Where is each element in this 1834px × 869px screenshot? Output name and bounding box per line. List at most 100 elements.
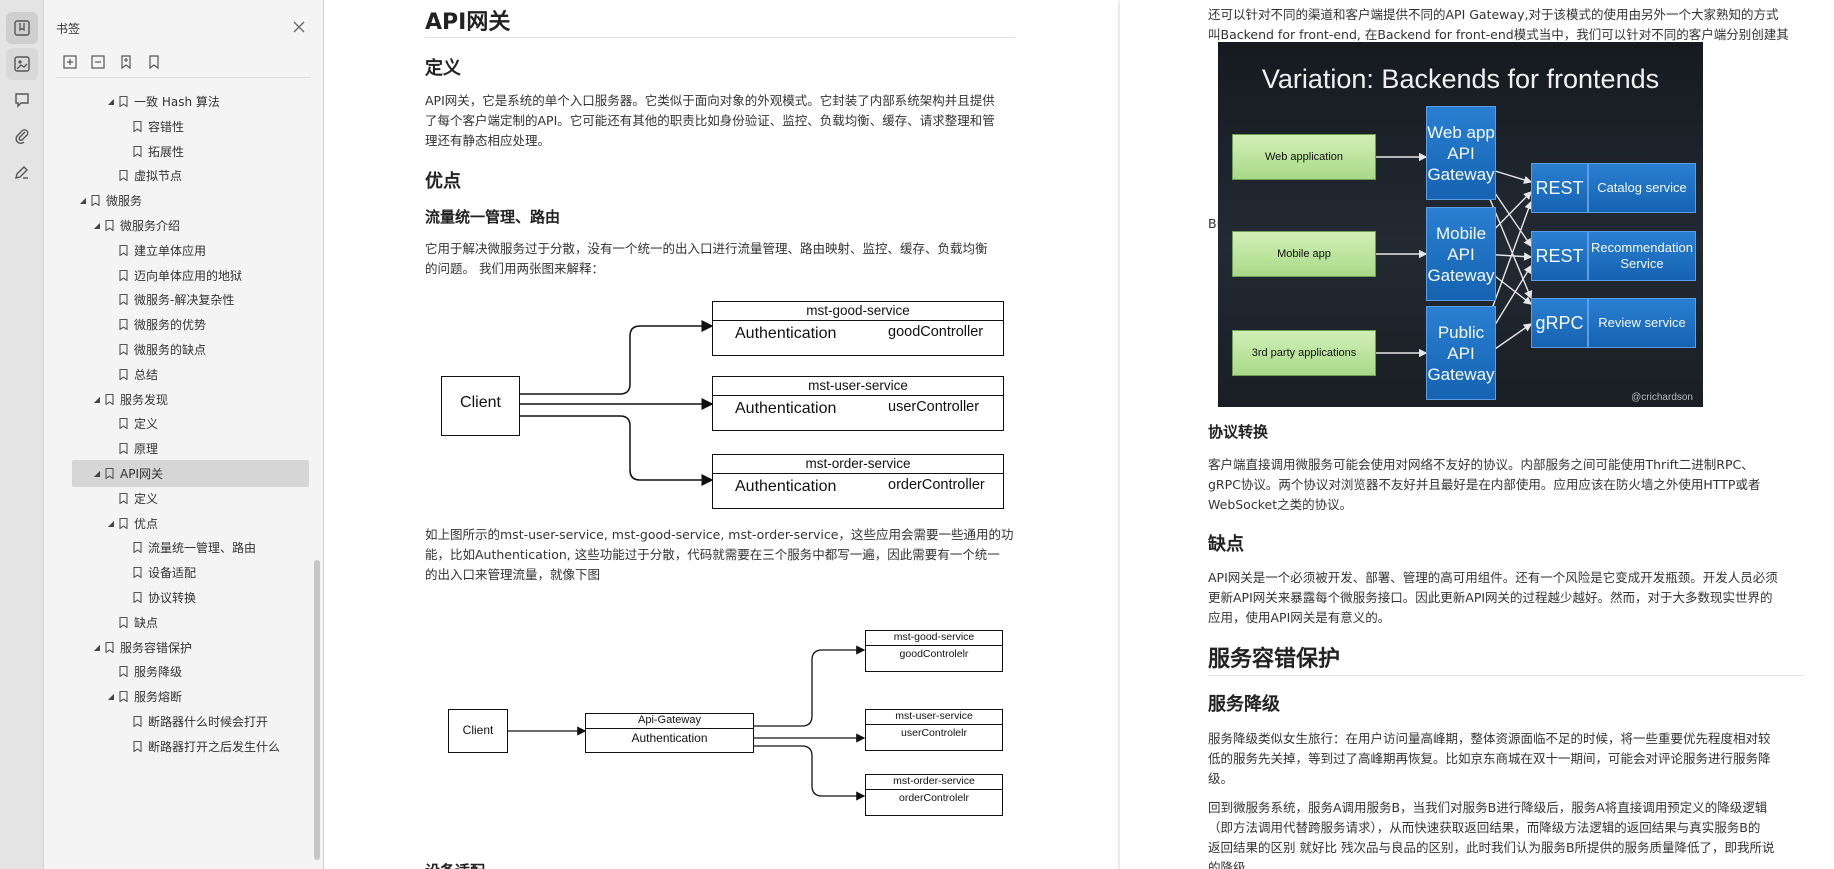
- bookmark-icon: [14, 20, 30, 36]
- bookmark-item[interactable]: 微服务-解决复杂性: [44, 286, 309, 313]
- bookmark-label: 容错性: [148, 119, 185, 134]
- bookmark-item[interactable]: ◢服务发现: [44, 386, 309, 413]
- diagram2-client-label: Client: [462, 723, 494, 737]
- comment-panel-button[interactable]: [6, 84, 38, 116]
- bookmark-label: 建立单体应用: [134, 243, 207, 258]
- bookmark-item[interactable]: ◢微服务介绍: [44, 212, 309, 239]
- bookmark-icon: [119, 170, 128, 182]
- heading-protocol: 协议转换: [1208, 423, 1269, 441]
- bookmark-item[interactable]: 定义: [44, 410, 309, 437]
- bookmark-label: 服务降级: [134, 665, 183, 680]
- bookmark-item[interactable]: ◢服务熔断: [44, 683, 309, 710]
- diagram1-service-name: mst-good-service: [806, 303, 910, 318]
- protocol-line-1: 客户端直接调用微服务可能会使用对网络不友好的协议。内部服务之间可能使用Thrif…: [1208, 457, 1754, 472]
- definition-line-1: API网关，它是系统的单个入口服务器。它类似于面向对象的外观模式。它封装了内部系…: [425, 93, 995, 108]
- bookmark-item[interactable]: ◢优点: [44, 510, 309, 537]
- close-icon[interactable]: [291, 19, 307, 35]
- heading-device-adapt: 设备适配: [425, 860, 485, 869]
- caret-down-icon[interactable]: ◢: [107, 692, 115, 702]
- bookmark-item[interactable]: 虚拟节点: [44, 162, 309, 189]
- caret-down-icon[interactable]: ◢: [93, 221, 101, 230]
- signature-panel-button[interactable]: [6, 156, 38, 188]
- bff-image-title: Variation: Backends for frontends: [1261, 64, 1660, 94]
- bookmark-item[interactable]: 服务降级: [44, 658, 309, 685]
- caret-down-icon[interactable]: ◢: [93, 469, 101, 478]
- bookmark-item[interactable]: ◢服务容错保护: [44, 634, 309, 661]
- bookmark-item[interactable]: 断路器什么时候会打开: [44, 708, 309, 735]
- bookmark-panel: 书签 ◢一致 Hash 算法容错性拓展性虚拟节点◢微服务◢微服务介绍建立单体应用…: [44, 0, 324, 869]
- bookmark-item[interactable]: 缺点: [44, 609, 309, 636]
- pdf-page-left: API网关 定义 API网关，它是系统的单个入口服务器。它类似于面向对象的外观模…: [324, 0, 1118, 869]
- bff-protocol-grpc: gRPC: [1531, 298, 1588, 348]
- bff-gateway-public: Public API Gateway: [1426, 306, 1496, 400]
- bookmark-item[interactable]: 总结: [44, 361, 309, 388]
- bookmark-item[interactable]: 容错性: [44, 113, 309, 140]
- bookmark-icon: [91, 195, 100, 207]
- bookmark-item[interactable]: 建立单体应用: [44, 237, 309, 264]
- expand-all-icon[interactable]: [62, 54, 78, 70]
- bookmark-item[interactable]: 微服务的优势: [44, 311, 309, 338]
- bookmark-icon: [119, 691, 128, 703]
- caret-down-icon[interactable]: ◢: [93, 642, 101, 652]
- diagram2-service-name: mst-order-service: [893, 775, 975, 787]
- bookmark-item[interactable]: 断路器打开之后发生什么: [44, 733, 309, 760]
- bookmark-item[interactable]: 原理: [44, 435, 309, 462]
- cons-line-3: 应用，使用API网关是有意义的。: [1208, 610, 1391, 625]
- diagram1-client-box: Client: [441, 376, 520, 436]
- bookmark-item[interactable]: 流量统一管理、路由: [44, 534, 309, 561]
- diagram2-client-box: Client: [448, 709, 508, 753]
- bff-service-catalog: Catalog service: [1588, 163, 1696, 213]
- protocol-line-3: WebSocket之类的协议。: [1208, 497, 1353, 512]
- bookmark-item[interactable]: ◢微服务: [44, 187, 309, 214]
- bookmark-panel-button[interactable]: [6, 12, 38, 44]
- panel-scrollbar[interactable]: [314, 560, 320, 860]
- caret-down-icon[interactable]: ◢: [107, 518, 115, 528]
- bookmark-item[interactable]: 设备适配: [44, 559, 309, 586]
- after-line-2: 能，比如Authentication, 这些功能过于分散，代码就需要在三个服务中…: [425, 547, 1000, 562]
- diagram2-service-user: mst-user-service userControlelr: [865, 709, 1003, 751]
- pdf-page-right: 还可以针对不同的渠道和客户端提供不同的API Gateway,对于该模式的使用由…: [1120, 0, 1834, 869]
- bookmark-item[interactable]: 定义: [44, 485, 309, 512]
- bookmark-label: 断路器什么时候会打开: [148, 715, 269, 729]
- bff-client-3rdparty: 3rd party applications: [1232, 330, 1376, 376]
- bookmark-icon: [119, 244, 128, 256]
- diagram2-auth-label: Authentication: [631, 731, 708, 745]
- bookmark-item[interactable]: 微服务的缺点: [44, 336, 309, 363]
- attachment-panel-button[interactable]: [6, 120, 38, 152]
- bookmark-icon: [119, 666, 128, 678]
- bookmark-label: 定义: [134, 491, 159, 506]
- bookmark-item[interactable]: ◢一致 Hash 算法: [44, 88, 309, 115]
- diagram1-service-user: mst-user-service Authentication userCont…: [712, 376, 1004, 431]
- heading-degrade: 服务降级: [1208, 694, 1280, 715]
- caret-down-icon[interactable]: ◢: [107, 97, 115, 106]
- caret-down-icon[interactable]: ◢: [93, 394, 101, 404]
- bookmark-icon: [119, 368, 128, 380]
- heading-rule: [425, 37, 1015, 38]
- bookmark-icon: [133, 145, 142, 157]
- paperclip-icon: [15, 129, 29, 145]
- bookmark-label: 总结: [134, 367, 159, 382]
- bookmark-label: 迈向单体应用的地狱: [134, 268, 243, 283]
- document-viewport[interactable]: API网关 定义 API网关，它是系统的单个入口服务器。它类似于面向对象的外观模…: [324, 0, 1834, 869]
- bookmark-icon: [119, 492, 128, 504]
- add-bookmark-icon[interactable]: [118, 54, 134, 70]
- comment-icon: [15, 93, 29, 108]
- after-line-1: 如上图所示的mst-user-service, mst-good-service…: [425, 527, 1014, 542]
- thumbnail-panel-button[interactable]: [6, 48, 38, 80]
- bookmark-icon: [105, 220, 114, 231]
- bookmark-item[interactable]: 拓展性: [44, 138, 309, 165]
- intro-line-2: 叫Backend for front-end, 在Backend for fro…: [1208, 27, 1789, 42]
- routing-line-2: 的问题。 我们用两张图来解释：: [425, 261, 604, 276]
- bookmark-icon: [119, 443, 128, 455]
- bookmark-icon: [133, 716, 142, 727]
- bff-protocol-rest-1: REST: [1531, 163, 1588, 213]
- collapse-all-icon[interactable]: [90, 54, 106, 70]
- diagram2-controller-label: userControlelr: [901, 727, 967, 739]
- bookmark-item[interactable]: 协议转换: [44, 584, 309, 611]
- bookmark-item[interactable]: 迈向单体应用的地狱: [44, 262, 309, 289]
- bookmark-icon: [119, 344, 128, 355]
- caret-down-icon[interactable]: ◢: [79, 196, 87, 206]
- bookmark-item[interactable]: ◢API网关: [72, 460, 309, 487]
- bookmark-outline-icon[interactable]: [146, 54, 162, 70]
- bff-client-mobile: Mobile app: [1232, 231, 1376, 277]
